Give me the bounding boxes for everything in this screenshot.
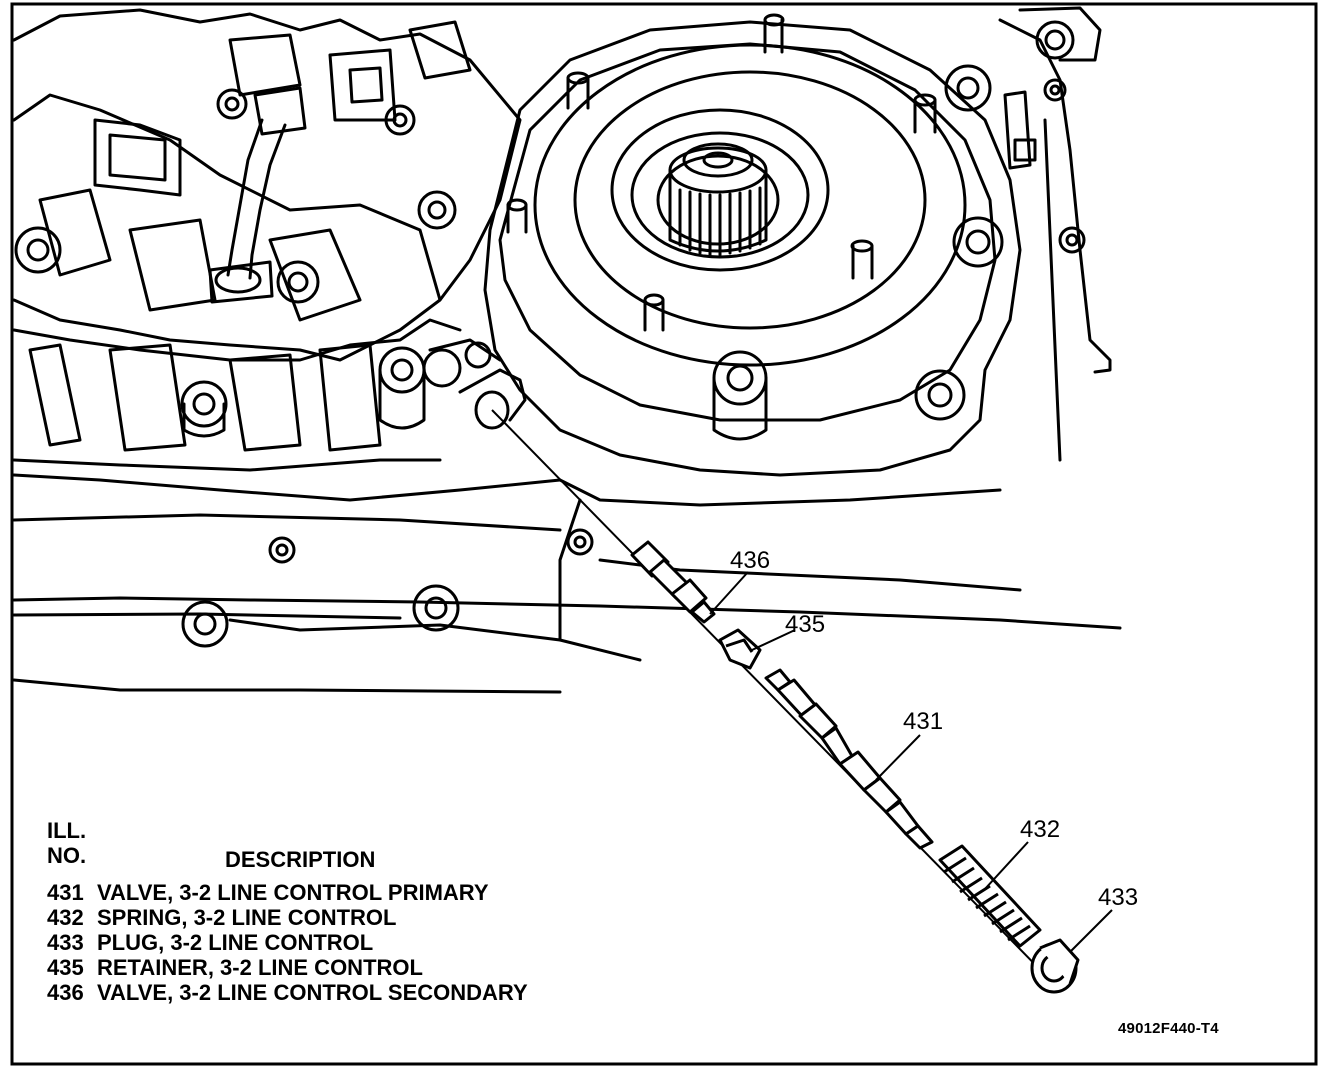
part-435-retainer [718, 628, 762, 670]
leader-lines [709, 571, 1113, 953]
legend-description: VALVE, 3-2 LINE CONTROL PRIMARY [97, 880, 489, 905]
legend-ill-no: 433 [47, 930, 84, 955]
figure-id: 49012F440-T4 [1118, 1020, 1219, 1037]
pump-housing [483, 20, 1022, 642]
legend-table: 431 VALVE, 3-2 LINE CONTROL PRIMARY 432 … [47, 880, 528, 1005]
parts-legend: ILL. NO. DESCRIPTION 431 VALVE, 3-2 LINE… [47, 818, 528, 1005]
legend-ill-no: 435 [47, 955, 84, 980]
exploded-axis-line [491, 409, 1061, 991]
callout-436: 436 [730, 547, 770, 574]
legend-ill-no: 436 [47, 980, 84, 1005]
part-436-secondary-valve [630, 540, 716, 624]
callout-431: 431 [903, 708, 943, 735]
legend-header-description: DESCRIPTION [225, 847, 376, 872]
part-433-plug [1030, 938, 1080, 994]
legend-header-no: NO. [47, 843, 87, 868]
legend-description: RETAINER, 3-2 LINE CONTROL [97, 955, 423, 980]
part-431-primary-valve [764, 668, 934, 850]
pump-studs [506, 13, 937, 332]
legend-description: PLUG, 3-2 LINE CONTROL [97, 930, 374, 955]
callout-435: 435 [785, 611, 825, 638]
legend-header-ill: ILL. [47, 818, 87, 843]
valve-body-bolts [14, 88, 492, 438]
legend-description: SPRING, 3-2 LINE CONTROL [97, 905, 397, 930]
case-right [998, 6, 1112, 462]
legend-row: 436 VALVE, 3-2 LINE CONTROL SECONDARY [47, 980, 528, 1005]
legend-row: 431 VALVE, 3-2 LINE CONTROL PRIMARY [47, 880, 528, 905]
legend-row: 432 SPRING, 3-2 LINE CONTROL [47, 905, 528, 930]
legend-row: 435 RETAINER, 3-2 LINE CONTROL [47, 955, 528, 980]
case-lower [12, 528, 1122, 694]
part-432-spring [938, 844, 1042, 948]
legend-ill-no: 431 [47, 880, 84, 905]
legend-ill-no: 432 [47, 905, 84, 930]
callout-432: 432 [1020, 816, 1060, 843]
legend-row: 433 PLUG, 3-2 LINE CONTROL [47, 930, 528, 955]
valve-bore [428, 338, 527, 430]
pump-bolts [712, 64, 1004, 441]
legend-description: VALVE, 3-2 LINE CONTROL SECONDARY [97, 980, 528, 1005]
callout-433: 433 [1098, 884, 1138, 911]
figure-border [10, 2, 1318, 1066]
fluid-tube [208, 86, 307, 304]
valve-body-housing [12, 8, 562, 532]
